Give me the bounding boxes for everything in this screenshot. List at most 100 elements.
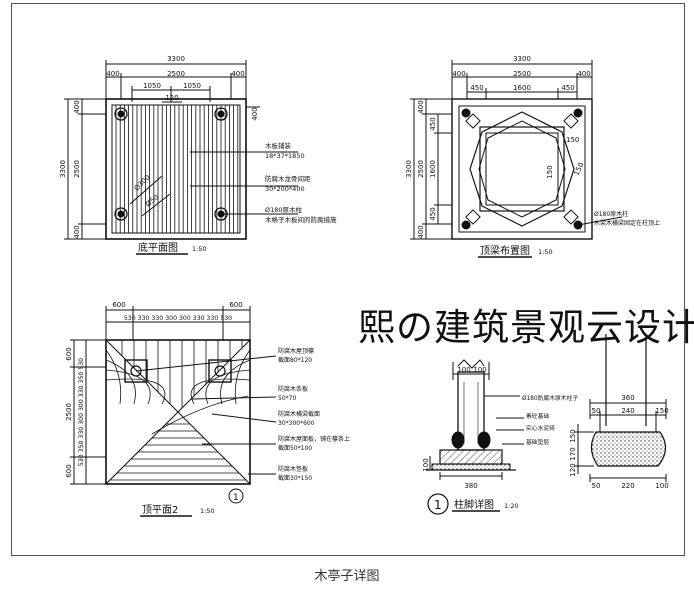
section-footing [574,334,667,482]
detail-column-labels: 100 100 380 100 Ø180防腐木原木柱子 素砼基础 实心水泥砖 基… [422,366,578,512]
dim-text: 450 [561,84,574,92]
dim-text: 150 [655,407,668,415]
note: 50*70 [278,395,296,402]
dim-text: 450 [429,117,437,130]
plan-scale: 1:50 [200,507,215,515]
detail-circle-number: 1 [434,498,442,512]
dim-text: 150 [569,429,577,442]
roof-purlin-line [105,359,136,405]
roof-purlin-line [234,349,251,405]
dim-text: 2500 [513,70,531,78]
detail-column-base [426,359,524,515]
callout-number: 1 [233,493,239,503]
section-labels: 360 50 240 150 150 170 120 50 220 100 [569,394,669,490]
roof-purlin-line [220,359,251,405]
note: 防腐木龙骨间距 [265,174,311,183]
dim-text: 400 [106,70,119,78]
dim-text: 50 [592,482,601,490]
dim-text: 3300 [513,55,531,63]
dim-text: 400 [73,225,81,238]
roof-purlin-line [190,378,251,405]
cad-drawing: 3300 400 2500 400 1050 1050 120 3300 400… [59,55,669,517]
dim-text: Ø300 [133,173,152,192]
note: 30*200*400 [265,185,305,193]
note: 防腐木条板 [278,385,308,393]
note: 截面30*150 [278,474,312,482]
dim-text: 120 [165,94,178,102]
deck-boards [115,105,239,233]
dim-text: 400 [251,107,259,120]
dim-text: 170 [569,447,577,460]
dim-text: 150 [573,161,586,177]
note: 木格子木板间的防腐措施 [265,215,337,224]
note: 基础垫层 [526,438,549,446]
dim-text: 3300 [405,160,413,178]
dim-text: 1600 [429,160,437,178]
dim-text: 2500 [417,160,425,178]
dim-text: 150 [546,165,554,178]
dim-text: 150 [566,136,579,144]
watermark-text: 熙の建筑景观云设计 [358,306,694,349]
dim-text: 450 [429,207,437,220]
detail-scale: 1:20 [504,502,519,510]
note: 防腐木横梁截面 [278,410,320,418]
note: 防腐木屋顶檩 [278,347,314,355]
deck-inner [111,104,241,234]
figure-caption: 木亭子详图 [314,569,380,584]
dim-text: 600 [229,301,242,309]
dim-text: 100 [457,366,470,374]
note: Ø180原木柱 [265,205,303,214]
dim-text: 120 [569,463,577,476]
roof-purlin-line [105,349,122,405]
note: 防腐木屋面板，铺在檩条上 [278,435,350,443]
deck-outline [105,98,247,240]
note: 18*37*1850 [265,152,305,160]
dim-text: 600 [112,301,125,309]
dim-text: 530 350 330 300 300 330 350 530 [78,358,85,466]
note: 木板铺装 [265,141,292,150]
note: Ø180防腐木原木柱子 [522,394,578,402]
dim-text: 400 [417,225,425,238]
dim-text: 450 [470,84,483,92]
dim-text: 600 [65,347,73,360]
dim-text: 100 [655,482,668,490]
detail-title: 柱脚详图 [454,498,494,511]
plan-roof-top [70,306,277,504]
dim-text: 100 [422,458,430,471]
dim-text: 3300 [59,160,67,178]
dim-text: 600 [65,464,73,477]
plan-bottom [64,60,298,240]
dim-text: 2500 [167,70,185,78]
note: 木梁木横梁固定在柱顶上 [594,219,660,227]
dim-text: 100 [473,366,486,374]
dim-text: 50 [592,407,601,415]
dim-text: 400 [417,100,425,113]
dim-text: 400 [231,70,244,78]
plan-roof-beam-labels: 3300 400 2500 400 450 1600 450 3300 400 … [405,55,660,257]
plan-title: 顶平面2 [142,504,178,516]
note: 防腐木垫板 [278,465,308,473]
dim-text: 240 [621,407,634,415]
note: 实心水泥砖 [526,424,555,432]
note: Ø180原木柱 [594,210,628,218]
dim-text: 1600 [513,84,531,92]
drawing-frame: 3300 400 2500 400 1050 1050 120 3300 400… [11,3,694,556]
note: 素砼基础 [526,412,549,420]
dim-text: 360 [621,394,634,402]
dim-text: 2500 [65,403,73,421]
note: 截面80*120 [278,356,312,364]
dim-text: 2500 [73,160,81,178]
dim-text: 400 [73,100,81,113]
dim-text: 1050 [183,82,201,90]
plan-roof-top-labels: 600 600 530 330 330 300 300 330 330 530 … [65,301,350,516]
dim-text: 1050 [143,82,161,90]
dim-text: 380 [464,482,477,490]
dim-text: 530 330 330 300 300 330 330 530 [124,315,232,322]
dim-text: 400 [577,70,590,78]
plan-scale: 1:50 [538,248,553,256]
plan-scale: 1:50 [192,245,207,253]
roof-purlin-line [105,378,166,405]
dim-text: 400 [452,70,465,78]
note: 30*300*600 [278,420,315,427]
dim-text: 220 [621,482,634,490]
